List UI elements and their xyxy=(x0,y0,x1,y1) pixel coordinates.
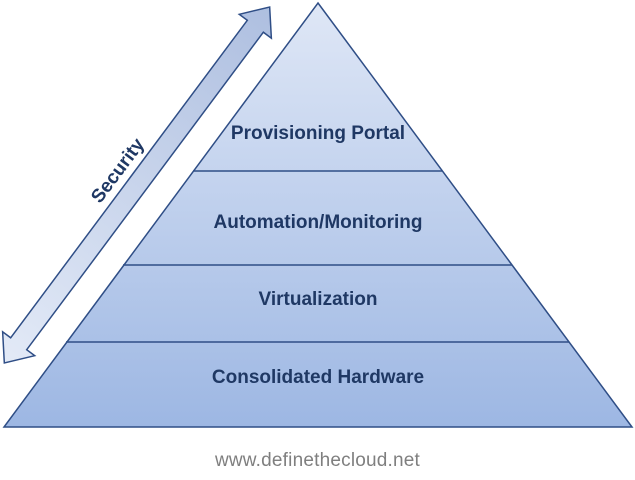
double-arrow-shape xyxy=(1,6,273,364)
layer-label-virtualization: Virtualization xyxy=(259,289,378,310)
security-arrow: Security xyxy=(1,6,273,364)
footer-url: www.definethecloud.net xyxy=(214,450,421,471)
layer-label-provisioning-portal: Provisioning Portal xyxy=(231,123,405,144)
pyramid-shape xyxy=(2,1,634,428)
layer-label-consolidated-hardware: Consolidated Hardware xyxy=(212,367,424,388)
layer-label-automation-monitoring: Automation/Monitoring xyxy=(214,212,423,233)
